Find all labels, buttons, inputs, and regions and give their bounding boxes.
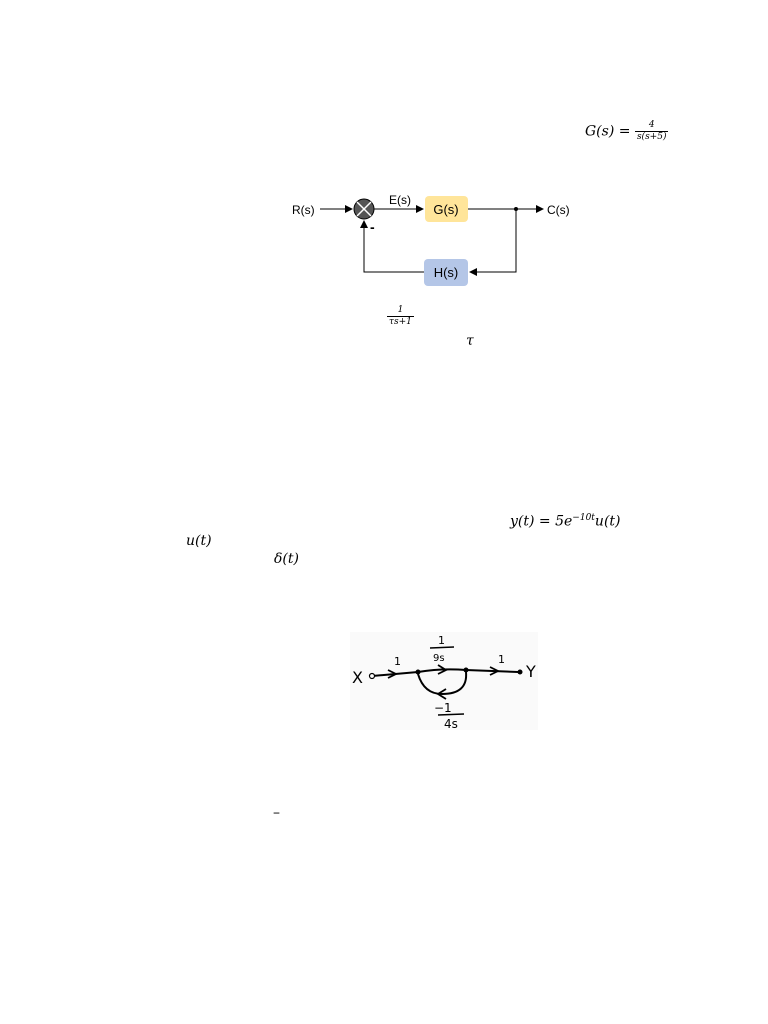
node-2	[463, 667, 469, 673]
impulse-response-eq: y(t) = 5e−10tu(t)	[510, 513, 621, 530]
gs-lhs: G(s) =	[585, 123, 635, 140]
forward-gain-den: 9s	[433, 653, 445, 664]
forward-block-g	[425, 196, 468, 222]
node-y-label: Y	[525, 662, 536, 681]
node-1	[415, 669, 421, 675]
signal-flow-graph: X 1 1 9s 1 Y −1 4s	[350, 632, 538, 730]
yt-exponent: −10t	[572, 513, 595, 523]
node-x	[368, 672, 376, 680]
forward-gain-num: 1	[438, 634, 445, 647]
gain-in: 1	[394, 655, 401, 668]
output-label: C(s)	[547, 203, 570, 217]
minus-sign: -	[370, 219, 375, 235]
node-x-label: X	[352, 668, 363, 687]
gs-numerator: 4	[648, 120, 655, 130]
impulse-symbol: δ(t)	[274, 551, 299, 567]
first-order-num: 1	[397, 305, 404, 315]
first-order-tf: 1 τs+1	[387, 305, 414, 328]
error-label: E(s)	[389, 193, 411, 207]
feedback-gain-den: 4s	[444, 717, 458, 730]
yt-step: u(t)	[594, 513, 621, 530]
yt-main: y(t) = 5e	[510, 513, 573, 530]
first-order-den: τs+1	[389, 317, 412, 327]
gain-out: 1	[498, 653, 505, 666]
feedback-gain-num: −1	[434, 701, 452, 715]
feedback-block-label: H(s)	[434, 265, 459, 280]
forward-block-label: G(s)	[433, 202, 458, 217]
node-y	[517, 669, 523, 675]
summing-junction	[353, 198, 375, 220]
gs-fraction: 4 s(s+5)	[634, 120, 669, 143]
tau-symbol: τ	[466, 333, 474, 349]
transfer-function-gs: G(s) = 4 s(s+5)	[585, 120, 669, 143]
input-label: R(s)	[292, 203, 315, 217]
step-symbol: u(t)	[186, 533, 212, 549]
feedback-block-h	[424, 259, 468, 286]
block-diagram: R(s) E(s) G(s) C(s) H(s) -	[292, 193, 570, 286]
dash-mark: –	[273, 805, 280, 821]
gs-denominator: s(s+5)	[636, 132, 667, 142]
